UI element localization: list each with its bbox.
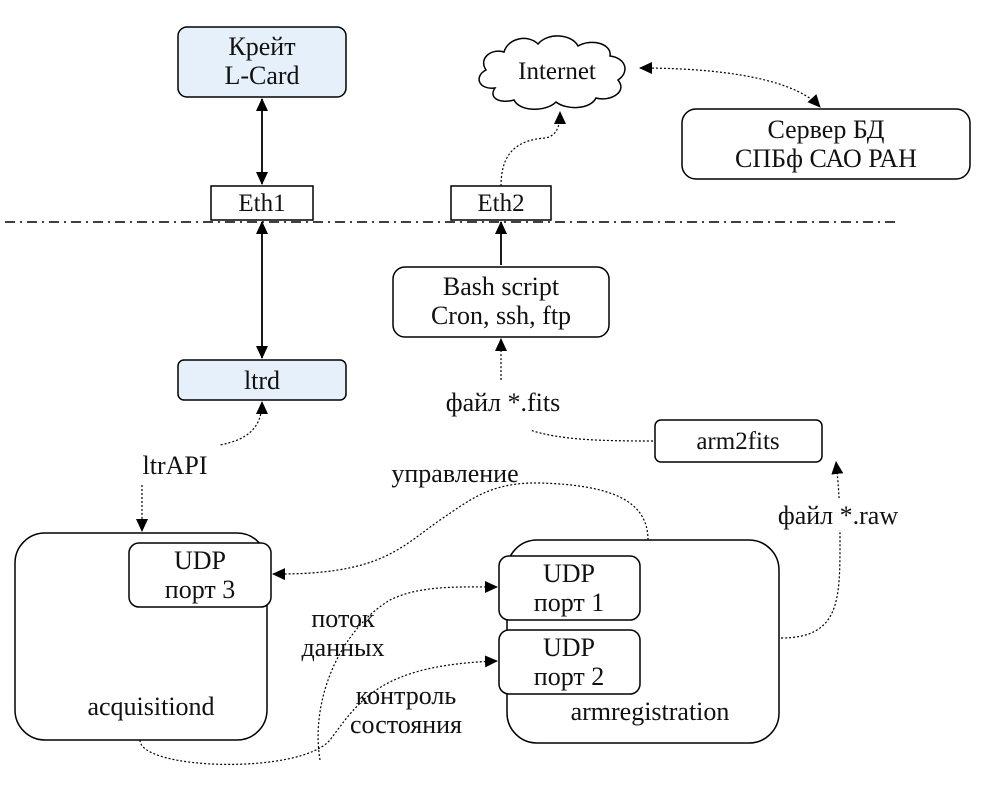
crate-lcard-node: Крейт L-Card <box>177 26 347 98</box>
udp-port2-label-line1: UDP <box>543 633 595 662</box>
db-server-node: Сервер БД СПБф САО РАН <box>681 108 971 180</box>
status-control-label-line1: контроль <box>356 681 457 710</box>
status-control-connector <box>139 655 498 765</box>
bash-script-node: Bash script Cron, ssh, ftp <box>392 266 610 338</box>
bash-script-label-line1: Bash script <box>443 272 560 301</box>
eth2-node: Eth2 <box>450 185 552 221</box>
udp-port2-node: UDP порт 2 <box>498 629 641 695</box>
eth2-internet-connector <box>500 111 566 187</box>
internet-label: Internet <box>518 58 596 85</box>
raw-file-label: файл *.raw <box>778 501 898 530</box>
control-label: управление <box>391 459 518 488</box>
eth1-label: Eth1 <box>238 190 285 217</box>
udp-port3-node: UDP порт 3 <box>128 542 272 608</box>
udp-port2-label-line2: порт 2 <box>534 662 604 691</box>
crate-label-line1: Крейт <box>228 32 295 61</box>
eth1-node: Eth1 <box>210 185 314 221</box>
ltrd-label: ltrd <box>244 366 280 395</box>
control-connector <box>272 482 649 581</box>
udp-port1-node: UDP порт 1 <box>498 555 641 621</box>
data-flow-label-line2: данных <box>301 633 384 662</box>
udp-port3-label-line2: порт 3 <box>165 575 235 604</box>
acquisitiond-label: acquisitiond <box>87 692 214 721</box>
arm2fits-bash-connector <box>529 429 654 442</box>
udp-port1-label-line2: порт 1 <box>534 588 604 617</box>
internet-cloud-node: Internet <box>478 35 626 110</box>
ltrd-ltrapi-connector <box>219 401 268 446</box>
arm2fits-label: arm2fits <box>696 428 779 455</box>
armregistration-label: armregistration <box>571 697 730 726</box>
db-server-label-line2: СПБф САО РАН <box>735 144 917 173</box>
ltrd-node: ltrd <box>177 359 347 401</box>
data-flow-connector <box>317 580 498 761</box>
data-flow-label-line1: поток <box>311 604 375 633</box>
db-server-label-line1: Сервер БД <box>767 115 884 144</box>
bash-script-label-line2: Cron, ssh, ftp <box>431 301 571 330</box>
fits-file-label: файл *.fits <box>446 388 561 417</box>
status-control-label-line2: состояния <box>350 710 462 739</box>
crate-label-line2: L-Card <box>224 61 299 90</box>
internet-db-connector <box>639 62 821 108</box>
ltrapi-label: ltrAPI <box>143 451 208 480</box>
udp-port1-label-line1: UDP <box>543 559 595 588</box>
eth2-label: Eth2 <box>477 190 524 217</box>
armreg-arm2fits-connector <box>780 461 844 639</box>
arm2fits-node: arm2fits <box>654 419 823 463</box>
udp-port3-label-line1: UDP <box>174 546 226 575</box>
